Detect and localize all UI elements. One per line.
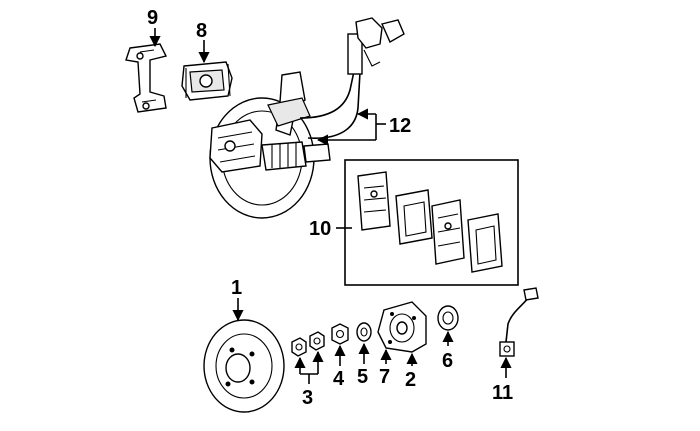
washer-part [356, 322, 372, 342]
callout-11: 11 [492, 382, 513, 404]
callout-9: 9 [147, 7, 158, 29]
callout-5: 5 [357, 366, 368, 388]
hub-bearing-part [377, 301, 427, 353]
callout-6: 6 [442, 350, 453, 372]
wheel-speed-sensor-part [499, 287, 539, 357]
rotor-part [203, 319, 285, 413]
hub-nut-part [331, 323, 349, 345]
upper-brake-assembly [209, 17, 405, 219]
nuts-part [291, 331, 325, 357]
callout-2: 2 [405, 369, 416, 391]
callout-3: 3 [302, 387, 313, 409]
callout-1: 1 [231, 277, 242, 299]
callout-4: 4 [333, 368, 345, 390]
caliper-bracket-part [125, 43, 168, 113]
callout-12: 12 [389, 115, 411, 137]
leader-lines [149, 28, 512, 384]
brake-pads-box [344, 159, 519, 286]
caliper-part [181, 61, 233, 101]
callout-10: 10 [309, 218, 331, 240]
callout-7: 7 [379, 366, 390, 388]
callout-8: 8 [196, 20, 207, 42]
seal-part [437, 305, 459, 331]
